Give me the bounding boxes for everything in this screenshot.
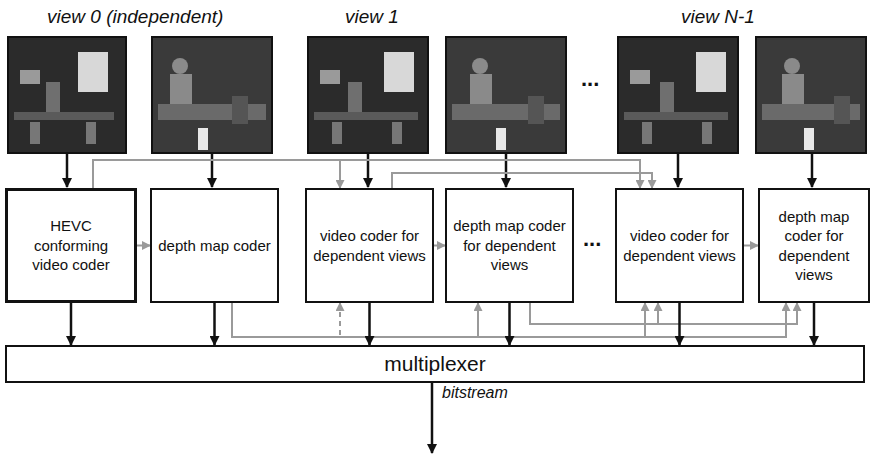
view-label: view N-1 [681,6,755,28]
reference-arrow [232,303,645,337]
coder-box: video coder for dependent views [615,188,744,303]
output-arrow [508,303,511,345]
output-arrow [213,303,216,345]
input-arrows [67,153,812,453]
depth-image [152,37,272,153]
reference-arrow [392,173,652,188]
reference-arrow [434,245,445,247]
texture-image [308,37,428,153]
output-arrow [70,303,73,345]
texture-image [618,37,738,153]
depth-image [756,37,866,153]
reference-arrow [530,303,797,324]
output-arrow [813,303,816,345]
ellipsis: ... [581,66,599,92]
coder-box: depth map coder [150,188,279,303]
node-text: depth map coder [152,236,277,256]
reference-arrow [93,160,340,188]
reference-arrow [232,303,478,337]
node-text: video coder for dependent views [617,226,742,265]
view-label: view 0 (independent) [47,6,223,28]
reference-arrow [530,303,658,324]
coder-box: depth map coder for dependent views [758,188,870,303]
node-text: HEVC conforming video coder [8,216,134,275]
node-text: depth map coder for dependent views [447,216,572,275]
ellipsis: ... [583,226,601,252]
output-arrow [678,303,681,345]
reference-arrow [137,245,150,247]
reference-arrow [744,245,758,247]
depth-image [446,37,566,153]
coder-box: depth map coder for dependent views [445,188,574,303]
view-label: bitstream [442,384,508,402]
output-arrow [368,303,371,345]
node-text: multiplexer [378,350,492,377]
coder-box: video coder for dependent views [305,188,434,303]
texture-image [8,37,126,153]
reference-arrow [232,303,340,337]
multiplexer-box: multiplexer [5,345,865,383]
coder-box: HEVC conforming video coder [5,188,137,303]
node-text: video coder for dependent views [307,226,432,265]
view-label: view 1 [345,6,399,28]
node-text: depth map coder for dependent views [760,207,868,285]
